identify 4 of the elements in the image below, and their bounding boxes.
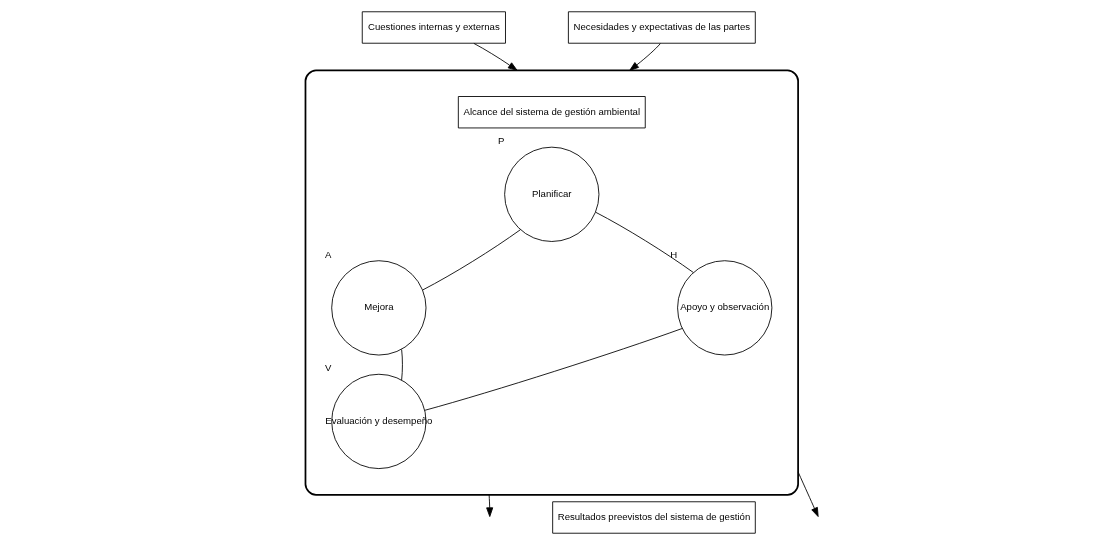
- node-label: V: [324, 362, 331, 374]
- node-label: A: [324, 248, 331, 260]
- node-label: P: [497, 135, 504, 147]
- node-label: H: [669, 248, 677, 260]
